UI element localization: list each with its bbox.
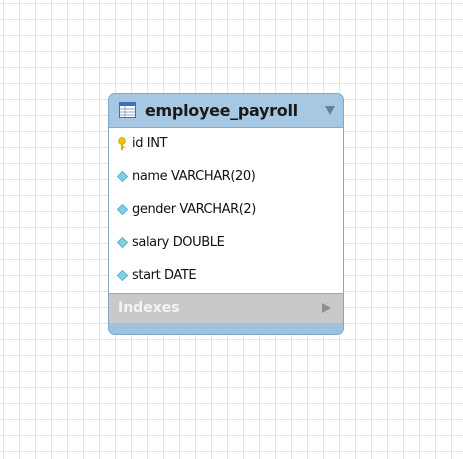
collapse-arrow-icon[interactable] [325,106,335,115]
column-row-salary[interactable]: salary DOUBLE [109,227,343,260]
primary-key-icon [118,137,126,150]
indexes-section[interactable]: Indexes [109,293,343,323]
table-name: employee_payroll [145,101,298,120]
column-diamond-icon [117,237,128,248]
column-label: name VARCHAR(20) [132,169,256,184]
expand-arrow-icon[interactable] [322,303,331,313]
table-card-employee-payroll[interactable]: employee_payroll id INT name VARCHAR(20)… [108,93,344,335]
column-label: salary DOUBLE [132,235,225,250]
column-label: id INT [132,136,168,151]
column-diamond-icon [117,270,128,281]
column-label: start DATE [132,268,197,283]
table-icon [119,102,136,118]
column-label: gender VARCHAR(2) [132,202,256,217]
indexes-label: Indexes [118,300,180,316]
column-diamond-icon [117,171,128,182]
table-header[interactable]: employee_payroll [109,94,343,127]
column-row-gender[interactable]: gender VARCHAR(2) [109,194,343,227]
column-row-id[interactable]: id INT [109,128,343,161]
column-row-start[interactable]: start DATE [109,260,343,293]
column-list: id INT name VARCHAR(20) gender VARCHAR(2… [109,127,343,293]
column-diamond-icon [117,204,128,215]
column-row-name[interactable]: name VARCHAR(20) [109,161,343,194]
